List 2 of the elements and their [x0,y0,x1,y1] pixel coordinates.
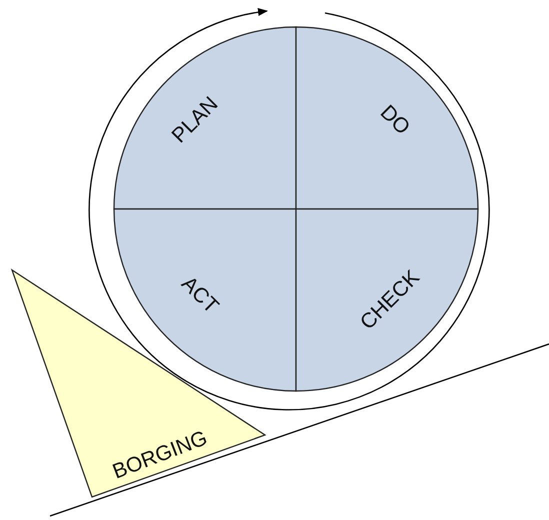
phase-label: DO [376,101,414,139]
phase-label: ACT [178,272,222,318]
